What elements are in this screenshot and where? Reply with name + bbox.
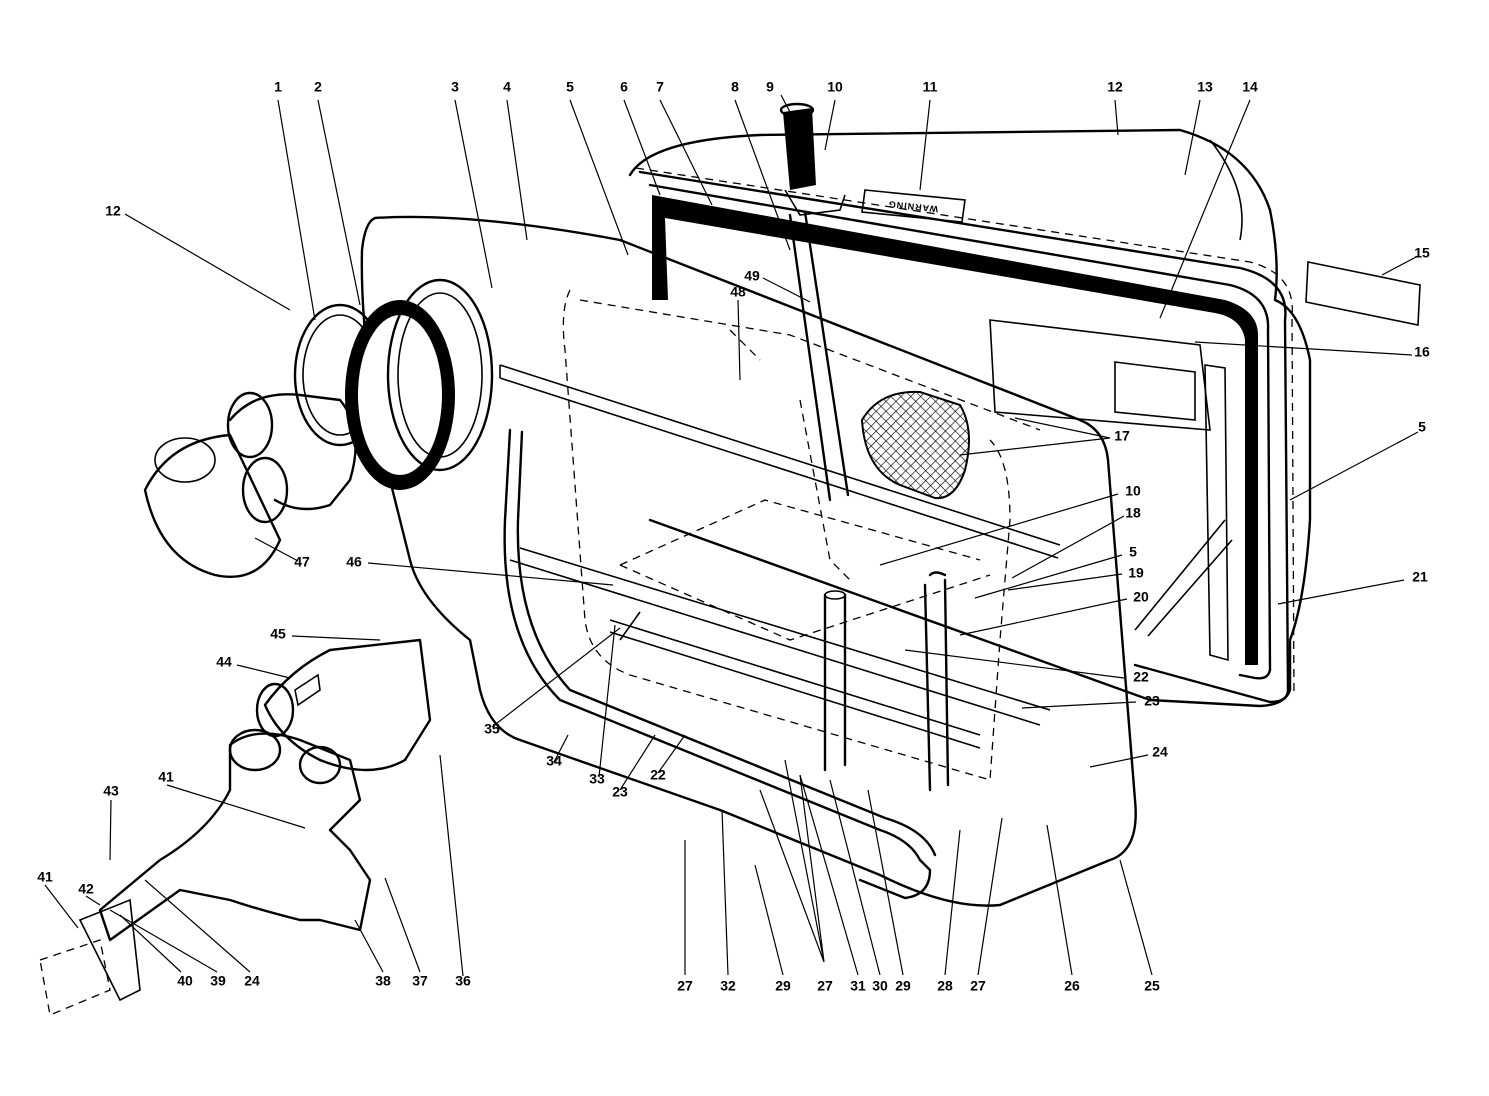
decal-15 bbox=[1305, 261, 1421, 326]
callout-17: 17 bbox=[1114, 428, 1130, 444]
callout-20: 20 bbox=[1133, 589, 1149, 605]
callout-14: 14 bbox=[1242, 79, 1258, 95]
callout-19: 19 bbox=[1128, 565, 1144, 581]
callout-27: 27 bbox=[970, 978, 986, 994]
callout-25: 25 bbox=[1144, 978, 1160, 994]
callout-38: 38 bbox=[375, 973, 391, 989]
callout-40: 40 bbox=[177, 973, 193, 989]
callout-21: 21 bbox=[1412, 569, 1428, 585]
callout-43: 43 bbox=[103, 783, 119, 799]
callout-22: 22 bbox=[1133, 669, 1149, 685]
callout-7: 7 bbox=[656, 79, 664, 95]
callout-26: 26 bbox=[1064, 978, 1080, 994]
callout-16: 16 bbox=[1414, 344, 1430, 360]
callout-9: 9 bbox=[766, 79, 774, 95]
callout-36: 36 bbox=[455, 973, 471, 989]
callout-13: 13 bbox=[1197, 79, 1213, 95]
callout-5: 5 bbox=[1129, 544, 1137, 560]
hopper-front-body bbox=[360, 215, 1137, 907]
callout-10: 10 bbox=[827, 79, 843, 95]
callout-15: 15 bbox=[1414, 245, 1430, 261]
callout-31: 31 bbox=[850, 978, 866, 994]
callout-39: 39 bbox=[210, 973, 226, 989]
callout-35: 35 bbox=[484, 721, 500, 737]
callout-32: 32 bbox=[720, 978, 736, 994]
callout-44: 44 bbox=[216, 654, 232, 670]
callout-4: 4 bbox=[503, 79, 511, 95]
callout-11: 11 bbox=[923, 79, 938, 95]
callout-42: 42 bbox=[78, 881, 94, 897]
callout-23: 23 bbox=[612, 784, 628, 800]
leader-lines bbox=[44, 94, 1419, 977]
filler-cap bbox=[779, 102, 846, 216]
callout-27: 27 bbox=[817, 978, 833, 994]
callout-22: 22 bbox=[650, 767, 666, 783]
callout-5: 5 bbox=[1418, 419, 1426, 435]
callout-29: 29 bbox=[895, 978, 911, 994]
callout-48: 48 bbox=[730, 284, 746, 300]
callout-46: 46 bbox=[346, 554, 362, 570]
callout-18: 18 bbox=[1125, 505, 1141, 521]
callout-2: 2 bbox=[314, 79, 322, 95]
callout-8: 8 bbox=[731, 79, 739, 95]
screen-grille bbox=[860, 390, 970, 500]
callout-49: 49 bbox=[744, 268, 760, 284]
callout-28: 28 bbox=[937, 978, 953, 994]
callout-41: 41 bbox=[158, 769, 174, 785]
callout-10: 10 bbox=[1125, 483, 1141, 499]
callout-34: 34 bbox=[546, 753, 562, 769]
callout-27: 27 bbox=[677, 978, 693, 994]
hopper-rear-body: WARNING bbox=[628, 128, 1421, 708]
callout-47: 47 bbox=[294, 554, 310, 570]
callout-41: 41 bbox=[37, 869, 53, 885]
callout-45: 45 bbox=[270, 626, 286, 642]
callout-30: 30 bbox=[872, 978, 888, 994]
pivot-rods bbox=[788, 210, 950, 792]
callout-33: 33 bbox=[589, 771, 605, 787]
callout-24: 24 bbox=[1152, 744, 1168, 760]
callout-23: 23 bbox=[1144, 693, 1160, 709]
callout-5: 5 bbox=[566, 79, 574, 95]
callout-12: 12 bbox=[105, 203, 121, 219]
discharge-chute bbox=[39, 638, 432, 1016]
callout-12: 12 bbox=[1107, 79, 1123, 95]
callout-6: 6 bbox=[620, 79, 628, 95]
warning-decal: WARNING bbox=[861, 189, 966, 223]
intake-assembly bbox=[143, 278, 494, 578]
callout-24: 24 bbox=[244, 973, 260, 989]
callout-3: 3 bbox=[451, 79, 459, 95]
callout-1: 1 bbox=[274, 79, 282, 95]
callout-37: 37 bbox=[412, 973, 428, 989]
callout-29: 29 bbox=[775, 978, 791, 994]
